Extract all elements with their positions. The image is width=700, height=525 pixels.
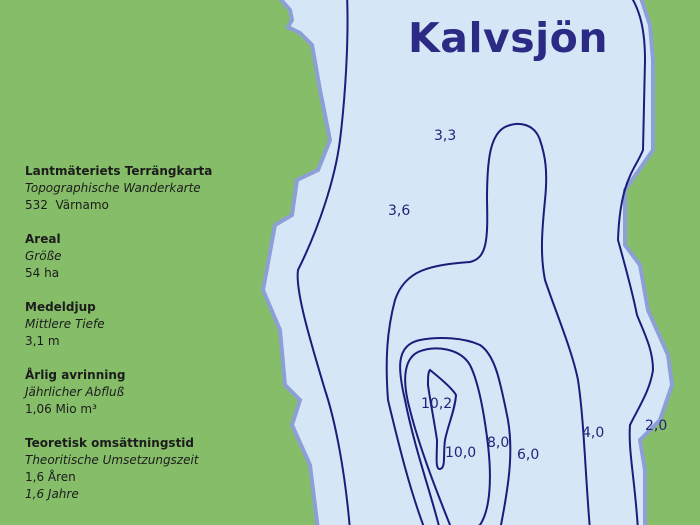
contour-4m (385, 122, 591, 525)
info-heading: Teoretisk omsättningstid (25, 436, 195, 450)
info-subtitle: Größe (25, 249, 62, 263)
info-value: 1,6 Jahre (25, 487, 79, 501)
depth-label: 4,0 (582, 425, 605, 441)
depth-label: 3,6 (388, 203, 411, 219)
info-turnover-time: Teoretisk omsättningstid Theoritische Um… (25, 435, 212, 503)
info-heading: Årlig avrinning (25, 368, 126, 382)
info-subtitle: Topographische Wanderkarte (25, 181, 201, 195)
info-value: 54 ha (25, 266, 60, 280)
depth-label: 10,0 (445, 445, 477, 461)
info-heading: Medeldjup (25, 300, 96, 314)
info-value: 3,1 m (25, 334, 60, 348)
contour-8m (404, 347, 491, 525)
contour-6m (399, 336, 512, 525)
depth-label: 6,0 (517, 447, 540, 463)
depth-label: 3,3 (434, 128, 457, 144)
info-subtitle: Jährlicher Abfluß (25, 385, 125, 399)
lake-info: Lantmäteriets Terrängkarta Topographisch… (25, 163, 212, 520)
info-map-sheet: Lantmäteriets Terrängkarta Topographisch… (25, 163, 212, 214)
depth-label: 2,0 (645, 418, 668, 434)
info-area: Areal Größe 54 ha (25, 231, 212, 282)
info-value: 532 Värnamo (25, 198, 109, 212)
info-subtitle: Mittlere Tiefe (25, 317, 105, 331)
contour-2m-left (296, 0, 351, 525)
info-heading: Lantmäteriets Terrängkarta (25, 164, 213, 178)
info-value: 1,6 Åren (25, 470, 76, 484)
info-subtitle: Theoritische Umsetzungszeit (25, 453, 199, 467)
info-runoff: Årlig avrinning Jährlicher Abfluß 1,06 M… (25, 367, 212, 418)
contour-10m (426, 368, 458, 470)
depth-label: 10,2 (421, 396, 453, 412)
depth-label: 8,0 (487, 435, 510, 451)
info-mean-depth: Medeldjup Mittlere Tiefe 3,1 m (25, 299, 212, 350)
contour-2m-right (616, 0, 655, 525)
info-heading: Areal (25, 232, 61, 246)
info-value: 1,06 Mio m³ (25, 402, 97, 416)
lake-title: Kalvsjön (408, 14, 609, 62)
